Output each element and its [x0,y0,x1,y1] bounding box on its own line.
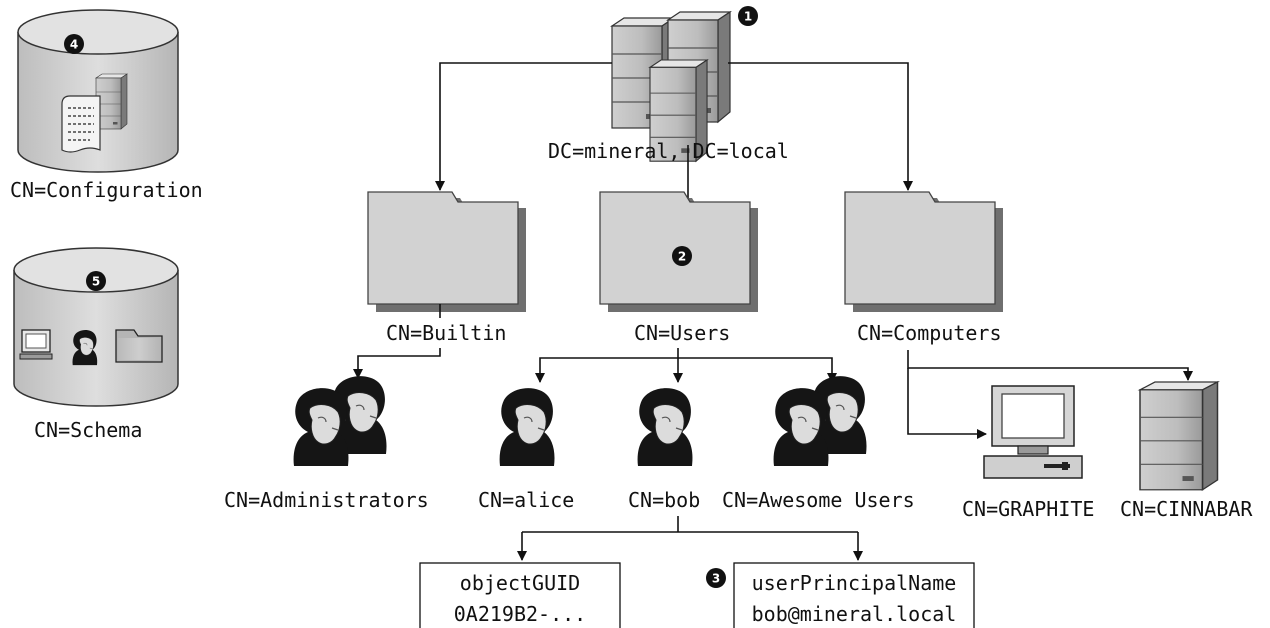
objectguid-box: objectGUID 0A219B2-... [419,562,621,628]
bob-label: CN=bob [628,488,700,512]
server-icon [1139,381,1219,491]
alice-label: CN=alice [478,488,574,512]
marker-4: 4 [70,38,78,52]
marker-5: 5 [92,275,100,289]
objectguid-name: objectGUID [460,571,580,595]
container-connectors [353,304,1193,439]
bob-user-icon [637,387,694,467]
document-scroll-icon [61,95,101,153]
marker-2: 2 [678,250,686,264]
workstation-icon [983,385,1083,479]
person-small-icon [72,329,98,366]
marker-1: 1 [744,10,752,24]
upn-value: bob@mineral.local [752,602,957,626]
administrators-group-icon [293,375,388,467]
server-config-icon [95,73,128,130]
awesome-users-group-icon [773,375,868,467]
monitor-small-icon [19,329,53,360]
builtin-folder-icon [367,191,527,313]
users-label: CN=Users [634,321,730,345]
graphite-label: CN=GRAPHITE [962,497,1094,521]
attribute-connectors [517,516,863,561]
schema-label: CN=Schema [34,418,142,442]
computers-folder-icon [844,191,1004,313]
awesome-users-label: CN=Awesome Users [722,488,915,512]
alice-user-icon [499,387,556,467]
marker-3: 3 [712,572,720,586]
objectguid-value: 0A219B2-... [454,602,586,626]
administrators-label: CN=Administrators [224,488,429,512]
configuration-label: CN=Configuration [10,178,203,202]
computers-label: CN=Computers [857,321,1002,345]
upn-name: userPrincipalName [752,571,957,595]
root-domain-label: DC=mineral, DC=local [548,139,789,163]
upn-box: userPrincipalName bob@mineral.local [733,562,975,628]
cinnabar-label: CN=CINNABAR [1120,497,1253,521]
schema-partition: 5 [13,247,179,407]
builtin-label: CN=Builtin [386,321,506,345]
configuration-partition: 4 [17,9,179,173]
folder-small-icon [115,329,163,363]
